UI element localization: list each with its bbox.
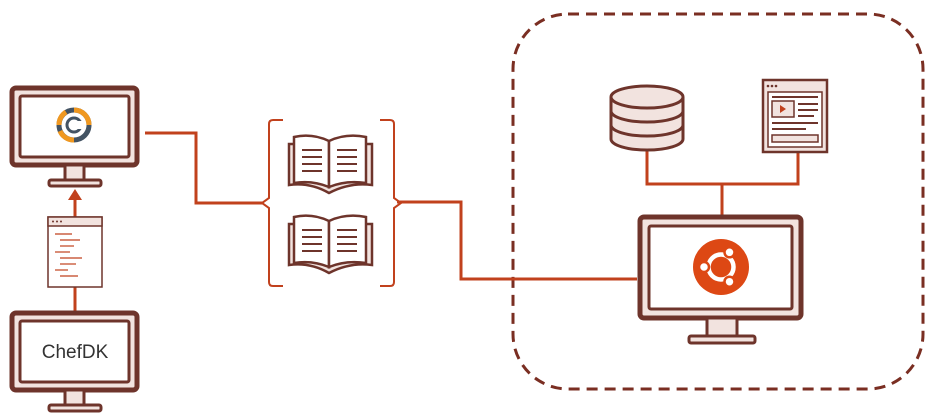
ubuntu-logo-icon — [693, 239, 749, 295]
workstation-label: ChefDK — [42, 342, 109, 363]
link-server-to-cookbooks — [145, 131, 264, 205]
cookbooks-group — [260, 119, 403, 287]
document-icon — [47, 216, 103, 288]
database-icon — [609, 84, 685, 152]
node-monitor — [637, 214, 804, 345]
workstation-monitor: ChefDK — [9, 310, 140, 413]
upload-arrow-head — [68, 189, 82, 200]
chef-server-monitor — [9, 85, 140, 188]
chef-logo-icon — [56, 107, 92, 143]
book-icon — [287, 214, 374, 275]
left-bracket — [260, 119, 283, 287]
link-cookbooks-to-node — [397, 200, 637, 281]
right-bracket — [380, 119, 403, 287]
node-boundary — [511, 12, 925, 391]
book-icon — [287, 134, 374, 195]
web-page-icon — [761, 78, 829, 154]
